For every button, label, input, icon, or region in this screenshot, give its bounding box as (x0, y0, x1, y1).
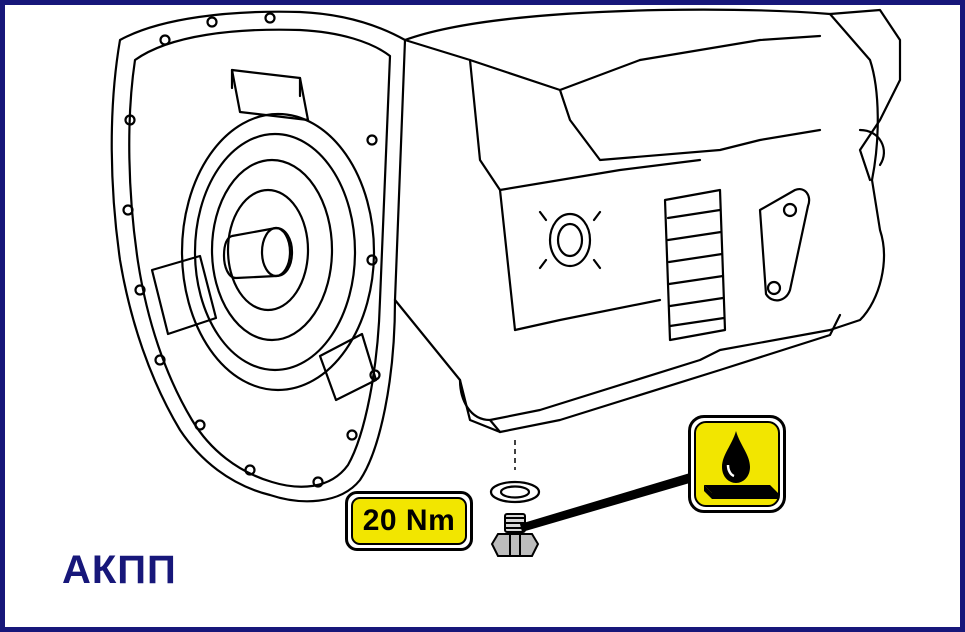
sealing-washer (489, 480, 541, 504)
oil-pan (458, 313, 842, 434)
shift-lever (758, 188, 811, 302)
transmission-case (393, 8, 886, 422)
torque-converter (180, 112, 376, 392)
torque-label: 20 Nm (345, 491, 473, 551)
drain-plug (490, 513, 540, 557)
input-shaft (222, 226, 294, 280)
leader-line (520, 470, 700, 532)
oil-icon-badge (688, 415, 786, 513)
oil-drop-icon (694, 421, 780, 507)
bell-housing (110, 10, 407, 503)
sensor-connector (548, 212, 592, 268)
caption-title: АКПП (62, 548, 177, 592)
torque-value: 20 Nm (351, 497, 467, 545)
